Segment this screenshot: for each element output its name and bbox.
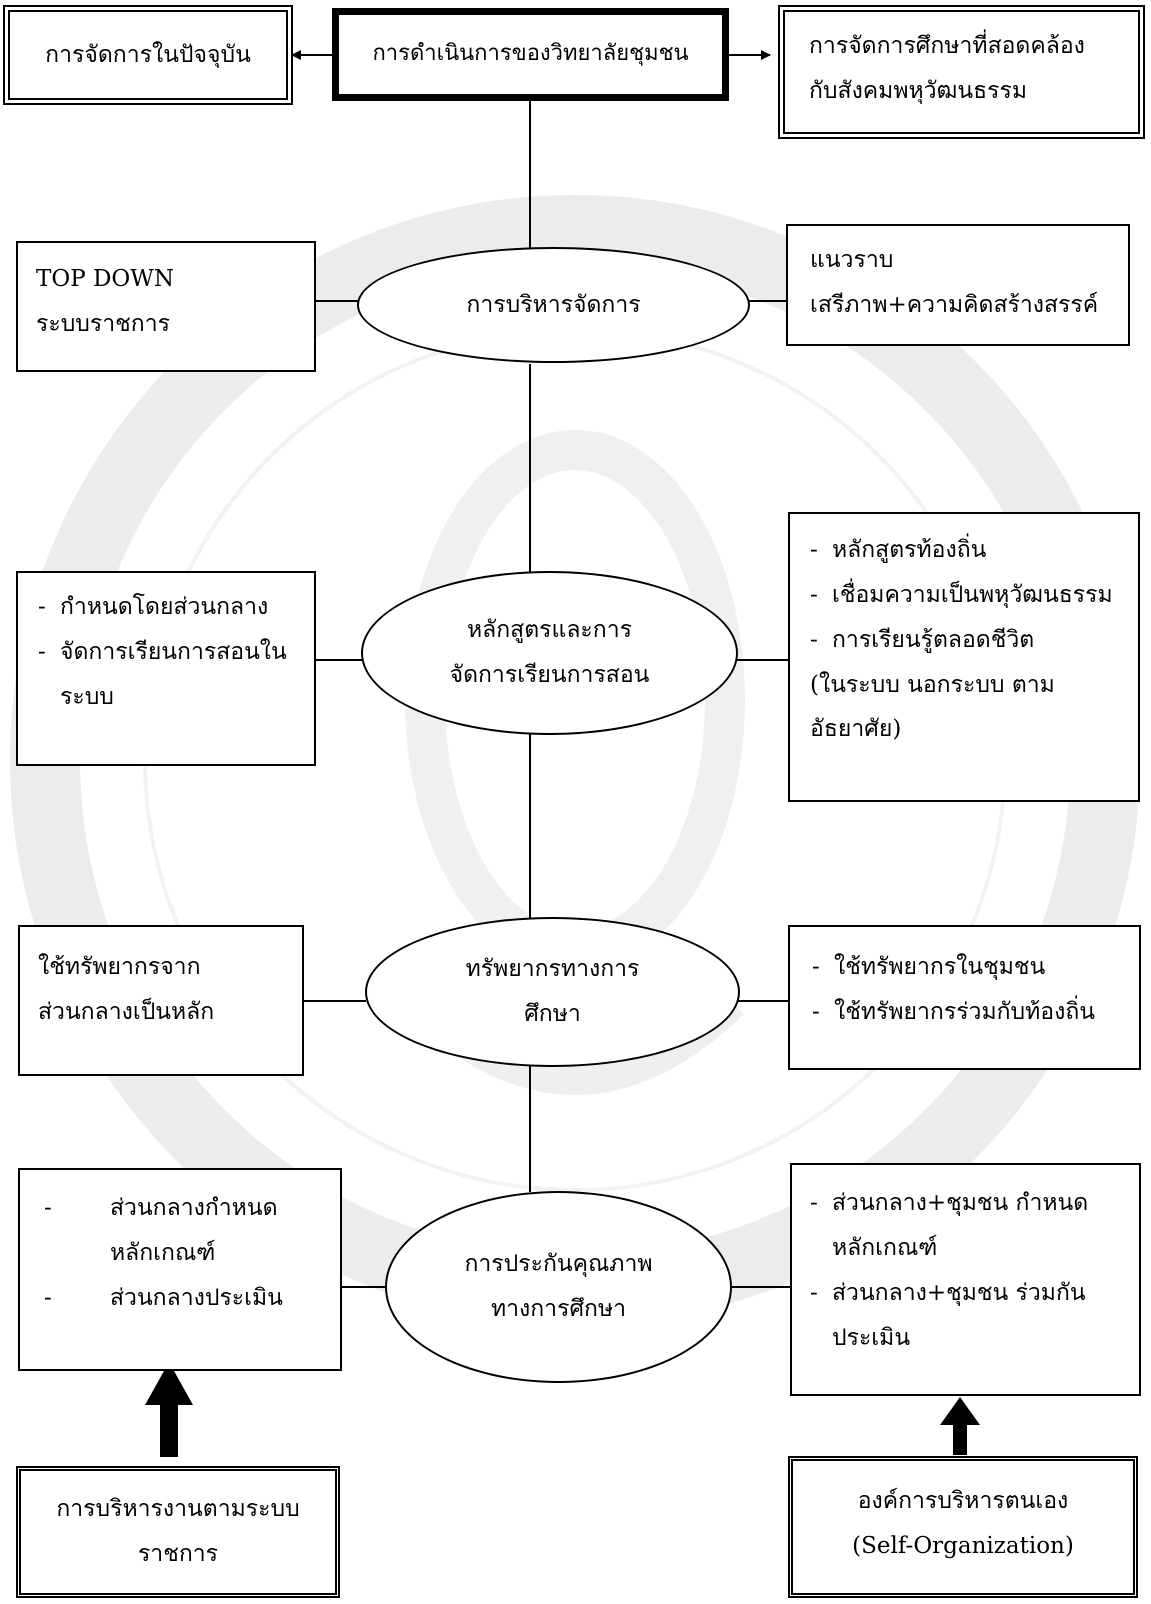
curriculum-node: หลักสูตรและการ จัดการเรียนการสอน — [361, 571, 738, 735]
right-curriculum-item-3-cont-1: (ในระบบ นอกระบบ ตาม — [810, 671, 1055, 698]
left-header-text: การจัดการในปัจจุบัน — [45, 41, 251, 68]
left-management-box: TOP DOWN ระบบราชการ — [16, 241, 316, 372]
right-management-line-1: แนวราบ — [810, 247, 894, 273]
management-node-label: การบริหารจัดการ — [466, 291, 641, 318]
left-quality-item-1: ส่วนกลางกำหนด — [44, 1186, 340, 1231]
bottom-left-box: การบริหารงานตามระบบ ราชการ — [16, 1466, 340, 1598]
left-header-box: การจัดการในปัจจุบัน — [8, 10, 288, 100]
bottom-right-box: องค์การบริหารตนเอง (Self-Organization) — [788, 1456, 1138, 1598]
left-curriculum-item-2-cont: ระบบ — [60, 683, 114, 710]
right-quality-item-1: ส่วนกลาง+ชุมชน กำหนด — [810, 1181, 1139, 1226]
left-curriculum-box: กำหนดโดยส่วนกลาง จัดการเรียนการสอนใน ระบ… — [16, 571, 316, 766]
resources-node-label-2: ศึกษา — [524, 1001, 581, 1027]
bottom-left-line-2: ราชการ — [137, 1540, 219, 1567]
quality-node-label-2: ทางการศึกษา — [490, 1296, 627, 1322]
right-resources-item-2: ใช้ทรัพยากรร่วมกับท้องถิ่น — [812, 990, 1139, 1035]
management-node: การบริหารจัดการ — [357, 247, 750, 363]
resources-node-label-1: ทรัพยากรทางการ — [465, 956, 640, 983]
right-curriculum-item-3-cont-2: อัธยาศัย) — [810, 716, 902, 743]
left-management-line-1: TOP DOWN — [36, 266, 175, 292]
right-header-line-1: การจัดการศึกษาที่สอดคล้อง — [809, 33, 1085, 59]
left-curriculum-item-2: จัดการเรียนการสอนใน — [38, 630, 314, 675]
curriculum-node-label-1: หลักสูตรและการ — [467, 617, 632, 644]
left-quality-box: ส่วนกลางกำหนด หลักเกณฑ์ ส่วนกลางประเมิน — [18, 1168, 342, 1371]
right-curriculum-item-1: หลักสูตรท้องถิ่น — [810, 528, 1138, 573]
left-resources-line-2: ส่วนกลางเป็นหลัก — [38, 998, 215, 1025]
right-resources-box: ใช้ทรัพยากรในชุมชน ใช้ทรัพยากรร่วมกับท้อ… — [788, 925, 1141, 1070]
right-curriculum-box: หลักสูตรท้องถิ่น เชื่อมความเป็นพหุวัฒนธร… — [788, 512, 1140, 802]
left-quality-item-2: ส่วนกลางประเมิน — [44, 1276, 340, 1321]
bottom-right-line-1: องค์การบริหารตนเอง — [857, 1488, 1069, 1514]
quality-node: การประกันคุณภาพ ทางการศึกษา — [385, 1191, 732, 1383]
quality-node-label-1: การประกันคุณภาพ — [464, 1251, 653, 1278]
right-quality-box: ส่วนกลาง+ชุมชน กำหนด หลักเกณฑ์ ส่วนกลาง+… — [790, 1163, 1141, 1396]
right-header-line-2: กับสังคมพหุวัฒนธรรม — [809, 77, 1027, 104]
right-quality-item-2: ส่วนกลาง+ชุมชน ร่วมกัน — [810, 1271, 1139, 1316]
bottom-right-line-2: (Self-Organization) — [852, 1532, 1074, 1559]
resources-node: ทรัพยากรทางการ ศึกษา — [365, 917, 740, 1067]
right-header-box: การจัดการศึกษาที่สอดคล้อง กับสังคมพหุวัฒ… — [783, 10, 1140, 134]
right-resources-item-1: ใช้ทรัพยากรในชุมชน — [812, 945, 1139, 990]
left-management-line-2: ระบบราชการ — [36, 310, 170, 337]
right-quality-item-2-cont: ประเมิน — [832, 1324, 911, 1351]
curriculum-node-label-2: จัดการเรียนการสอน — [449, 662, 650, 688]
right-curriculum-item-3: การเรียนรู้ตลอดชีวิต — [810, 618, 1138, 663]
title-box: การดำเนินการของวิทยาลัยชุมชน — [332, 8, 729, 101]
left-resources-line-1: ใช้ทรัพยากรจาก — [38, 954, 201, 980]
bottom-left-line-1: การบริหารงานตามระบบ — [56, 1496, 300, 1522]
title-text: การดำเนินการของวิทยาลัยชุมชน — [372, 41, 689, 67]
left-quality-item-1-cont: หลักเกณฑ์ — [110, 1239, 216, 1266]
right-management-box: แนวราบ เสรีภาพ+ความคิดสร้างสรรค์ — [786, 224, 1130, 346]
right-quality-item-1-cont: หลักเกณฑ์ — [832, 1234, 938, 1261]
right-curriculum-item-2: เชื่อมความเป็นพหุวัฒนธรรม — [810, 573, 1138, 618]
left-curriculum-item-1: กำหนดโดยส่วนกลาง — [38, 585, 314, 630]
right-management-line-2: เสรีภาพ+ความคิดสร้างสรรค์ — [810, 291, 1099, 318]
left-resources-box: ใช้ทรัพยากรจาก ส่วนกลางเป็นหลัก — [18, 925, 304, 1076]
